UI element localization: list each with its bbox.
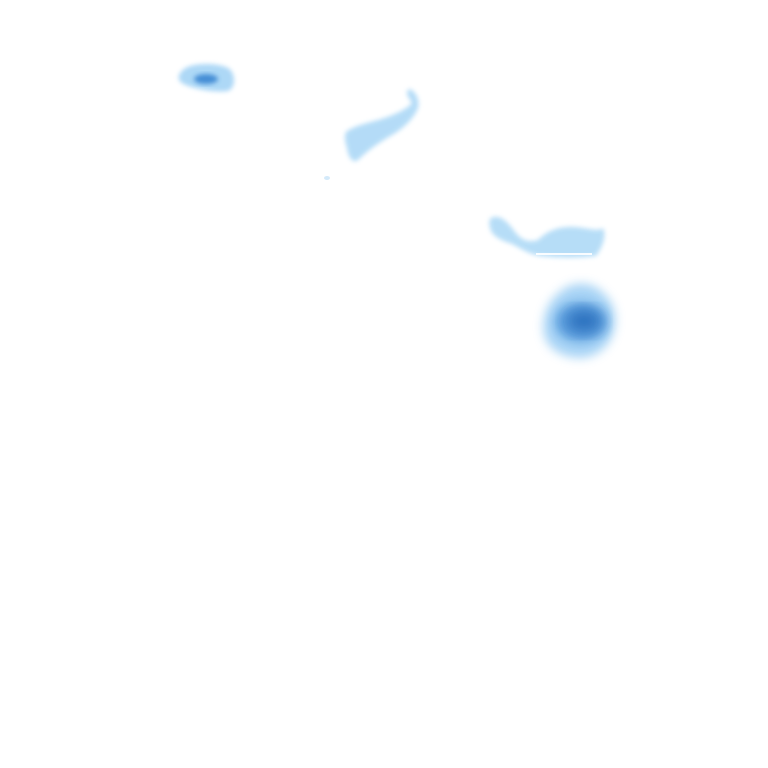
hotspot-east-strip-blob <box>489 216 605 258</box>
hotspot-northwest <box>178 64 234 92</box>
hotspot-east-core <box>543 283 616 358</box>
hotspot-east-core-center <box>566 309 602 333</box>
hotspot-north-central-blob <box>344 89 419 162</box>
hotspot-northwest-core <box>194 74 218 84</box>
hotspot-east-strip <box>489 216 605 258</box>
hotspot-north-central <box>344 89 419 162</box>
hotspot-east-strip-gap <box>536 253 592 255</box>
hotspot-speck <box>324 176 330 180</box>
